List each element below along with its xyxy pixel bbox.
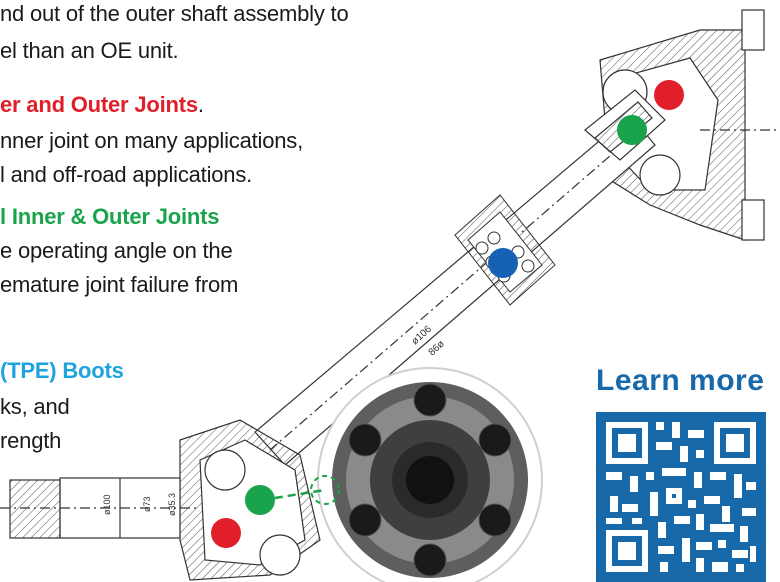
body-line-8: emature joint failure from xyxy=(0,272,239,297)
body-line-11: rength xyxy=(0,428,62,453)
qr-code-icon[interactable] xyxy=(596,412,766,582)
body-line-4: nner joint on many applications, xyxy=(0,128,304,153)
body-line-7: e operating angle on the xyxy=(0,238,233,263)
cv-joint-photo xyxy=(317,367,543,582)
marker-green-outer xyxy=(617,115,647,145)
marker-red-inner xyxy=(211,518,241,548)
dimension-label-35-3: ø35.3 xyxy=(167,493,177,516)
marker-blue-plunge xyxy=(488,248,518,278)
marker-green-inner xyxy=(245,485,275,515)
dimension-label-100: ø100 xyxy=(102,494,112,515)
outer-joint-housing xyxy=(599,9,780,241)
feature-heading-joints-period: . xyxy=(197,92,204,117)
feature-heading-joints: er and Outer Joints. xyxy=(0,92,204,118)
body-line-10: ks, and xyxy=(0,394,70,419)
dimension-label-shaft-b: 86ø xyxy=(427,339,447,359)
feature-heading-inner-outer: l Inner & Outer Joints xyxy=(0,204,220,229)
body-line-5: l and off-road applications. xyxy=(0,162,253,187)
callout-line xyxy=(261,488,326,502)
learn-more-link[interactable]: Learn more xyxy=(596,364,765,397)
body-line-1: nd out of the outer shaft assembly to xyxy=(0,1,349,26)
feature-heading-joints-text: er and Outer Joints xyxy=(0,92,198,117)
dimension-label-73: ø73 xyxy=(142,496,152,512)
marker-red-outer xyxy=(654,80,684,110)
body-line-2: el than an OE unit. xyxy=(0,38,179,63)
feature-heading-boots: (TPE) Boots xyxy=(0,358,124,383)
callout-circle xyxy=(310,475,340,505)
